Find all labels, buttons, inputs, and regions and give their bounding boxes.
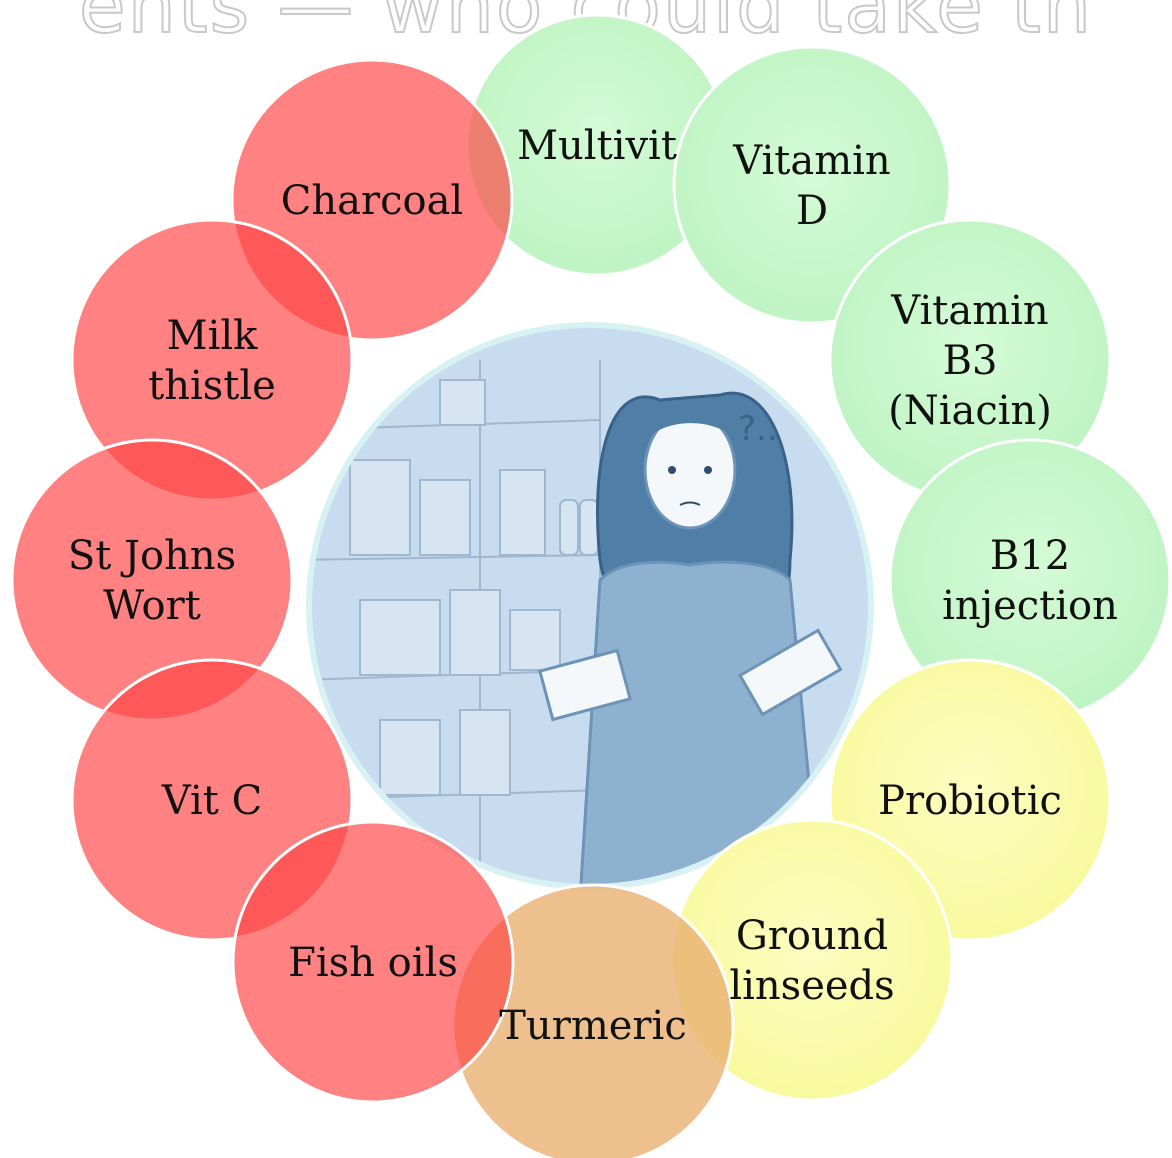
bubble-label-multivit: Multivit xyxy=(517,123,677,169)
bubble-label-line: B3 xyxy=(943,338,998,384)
bubble-label-line: Probiotic xyxy=(878,778,1062,824)
bubble-label-line: St Johns xyxy=(68,533,236,579)
bubble-label-line: Wort xyxy=(103,583,201,629)
bubble-label-line: Fish oils xyxy=(288,940,458,986)
bubble-label-line: linseeds xyxy=(729,963,894,1009)
bubble-label-line: Multivit xyxy=(517,123,677,169)
bubble-label-line: Vitamin xyxy=(732,138,890,184)
bubble-label-line: Vit C xyxy=(161,778,262,824)
bubble-label-line: Turmeric xyxy=(499,1003,686,1049)
center-illustration: ?.. xyxy=(300,322,874,900)
bubble-label-line: injection xyxy=(942,583,1118,629)
bubble-label-line: thistle xyxy=(148,363,276,409)
bubble-label-vit-c: Vit C xyxy=(161,778,262,824)
bubble-label-line: B12 xyxy=(990,533,1070,579)
bubble-label-turmeric: Turmeric xyxy=(499,1003,686,1049)
question-mark-label: ?.. xyxy=(738,409,778,449)
bubble-label-line: Ground xyxy=(736,913,888,959)
bubble-label-line: (Niacin) xyxy=(888,388,1052,434)
bubble-label-line: Vitamin xyxy=(890,288,1048,334)
bubble-label-line: D xyxy=(796,188,828,234)
bubble-label-charcoal: Charcoal xyxy=(281,178,463,224)
bubble-label-line: Charcoal xyxy=(281,178,463,224)
bubble-label-probiotic: Probiotic xyxy=(878,778,1062,824)
bubble-label-fish-oils: Fish oils xyxy=(288,940,458,986)
bubble-label-line: Milk xyxy=(167,313,259,359)
